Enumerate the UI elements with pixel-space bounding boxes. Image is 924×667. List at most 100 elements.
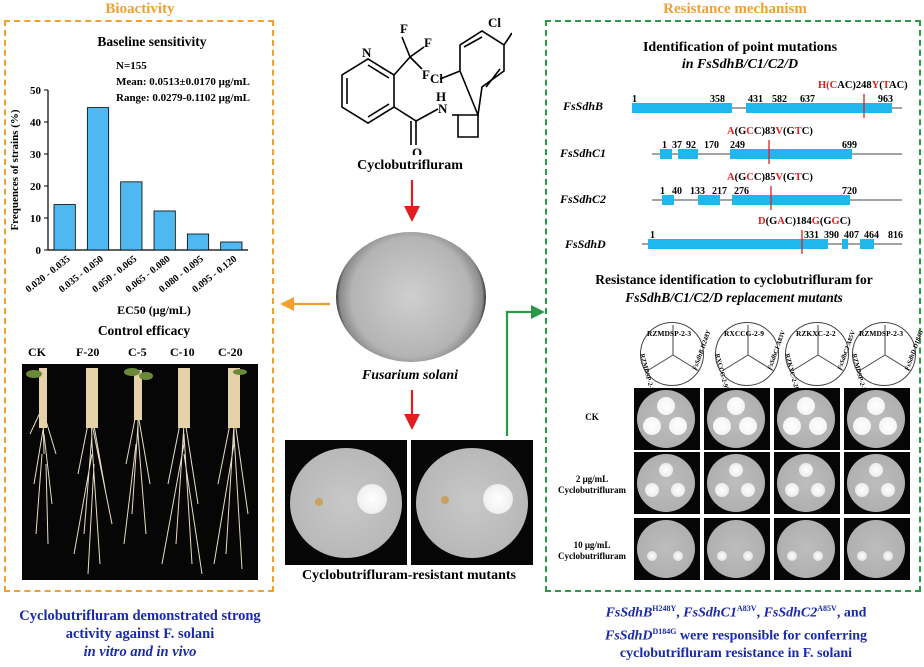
colony	[647, 551, 657, 561]
colony	[883, 551, 893, 561]
strain-circle-4: RZMDSP-2-3 RZMDSP-2-3R-1 FsSdhD D184G	[850, 322, 924, 402]
sdhb-num-3: 431	[748, 94, 763, 105]
replacement-title-1: Resistance identification to cyclobutrif…	[595, 272, 873, 287]
replacement-plate	[774, 388, 840, 450]
sdhd-num-6: 816	[888, 230, 903, 241]
y-tick-label: 10	[30, 213, 42, 225]
left-caption-line1: Cyclobutrifluram demonstrated strong	[19, 608, 261, 624]
mutant-plate-2	[411, 440, 533, 565]
left-caption-line3: in vitro and in vivo	[83, 644, 197, 660]
colony	[659, 463, 673, 477]
row-label-10ug: 10 μg/mL Cyclobutrifluram	[558, 540, 626, 561]
dish	[707, 520, 765, 578]
compound-name: Cyclobutrifluram	[357, 158, 463, 173]
colony	[657, 397, 675, 415]
gene-label-sdhc1: FsSdhC1	[560, 146, 607, 160]
sdhd-num-5: 464	[864, 230, 879, 241]
sdhc2-mutation: A(GCC)85V(GTC)	[727, 172, 813, 183]
x-axis-label: EC50 (μg/mL)	[117, 303, 191, 317]
sdhc2-num-1: 1	[660, 186, 665, 197]
colony	[867, 397, 885, 415]
replacement-plate	[844, 518, 910, 580]
baseline-n: N=155	[116, 60, 147, 72]
row-label-ck: CK	[585, 412, 599, 422]
colony	[853, 417, 871, 435]
control-label-f20: F-20	[76, 345, 100, 359]
colony	[739, 417, 757, 435]
colony	[799, 463, 813, 477]
colony	[673, 551, 683, 561]
sdhc1-num-2: 37	[672, 140, 682, 151]
y-tick-label: 20	[30, 181, 42, 193]
fungus-name: Fusarium solani	[361, 368, 459, 383]
baseline-range: Range: 0.0279-0.1102 μg/mL	[116, 92, 250, 104]
sdhc2-num-2: 40	[672, 186, 682, 197]
sdhc1-num-3: 92	[686, 140, 696, 151]
gene-diagrams	[632, 94, 902, 254]
sdhb-num-6: 963	[878, 94, 893, 105]
sdhc1-num-6: 699	[842, 140, 857, 151]
arrow-right-green	[505, 305, 545, 436]
sdhc2-num-5: 276	[734, 186, 749, 197]
atom-f2: F	[424, 35, 432, 50]
bioactivity-panel	[4, 20, 274, 592]
colony	[879, 417, 897, 435]
strain-circle-2: RXCCG-2-9 RXCCG-2-9R-1 FsSdhC1 A83V	[713, 322, 787, 398]
colony	[669, 417, 687, 435]
dish	[637, 520, 695, 578]
replacement-plate	[844, 388, 910, 450]
sdhc1-num-5: 249	[730, 140, 745, 151]
atom-f3: F	[422, 67, 430, 82]
bioactivity-title: Bioactivity	[105, 1, 175, 17]
colony	[869, 463, 883, 477]
colony	[729, 463, 743, 477]
atom-h: H	[436, 89, 446, 104]
atom-n-amide: N	[438, 101, 448, 116]
mutations-title-1: Identification of point mutations	[642, 40, 838, 55]
replacement-plate	[634, 518, 700, 580]
atom-o: O	[412, 145, 422, 155]
mutations-title-2: in FsSdhB/C1/C2/D	[681, 57, 799, 72]
bar	[220, 241, 243, 251]
bar	[53, 204, 76, 251]
colony	[671, 483, 685, 497]
colony	[717, 551, 727, 561]
sdhc1-mutation: A(GCC)83V(GTC)	[727, 126, 813, 137]
y-axis-label: Frequences of strains (%)	[9, 109, 21, 230]
colony	[783, 417, 801, 435]
colony	[787, 551, 797, 561]
replacement-title-2: FsSdhB/C1/C2/D replacement mutants	[625, 290, 843, 305]
atom-cl1: Cl	[430, 71, 443, 86]
sdhd-num-4: 407	[844, 230, 859, 241]
sdhb-num-4: 582	[772, 94, 787, 105]
row-label-2ug: 2 μg/mL Cyclobutrifluram	[558, 474, 626, 495]
arrow-left-orange	[280, 297, 330, 311]
sdhb-num-1: 1	[632, 94, 637, 105]
y-tick-label: 40	[30, 117, 42, 129]
mutants-label: Cyclobutrifluram-resistant mutants	[301, 568, 516, 583]
colony	[743, 551, 753, 561]
strain-circle-3: RZKXC-2-2 RZKXC-2-2R-1 FsSdhC2 A85V	[783, 322, 857, 398]
colony	[715, 483, 729, 497]
baseline-mean: Mean: 0.0513±0.0170 μg/mL	[116, 76, 250, 88]
sdhb-num-2: 358	[710, 94, 725, 105]
sdhc2-num-4: 217	[712, 186, 727, 197]
control-label-ck: CK	[28, 345, 46, 359]
left-caption: Cyclobutrifluram demonstrated strong act…	[0, 607, 280, 661]
colony	[855, 483, 869, 497]
left-caption-line2: activity against F. solani	[65, 626, 215, 642]
colony	[809, 417, 827, 435]
arrow-down-1	[404, 180, 420, 222]
colony	[785, 483, 799, 497]
control-label-c10: C-10	[170, 345, 195, 359]
bar	[120, 181, 143, 251]
atom-n-ring: N	[362, 45, 372, 60]
replacement-plate	[774, 452, 840, 514]
fusarium-plate	[336, 232, 486, 362]
gene-label-sdhc2: FsSdhC2	[560, 192, 607, 206]
colony	[797, 397, 815, 415]
sdhc1-num-1: 1	[662, 140, 667, 151]
colony	[741, 483, 755, 497]
colony	[645, 483, 659, 497]
